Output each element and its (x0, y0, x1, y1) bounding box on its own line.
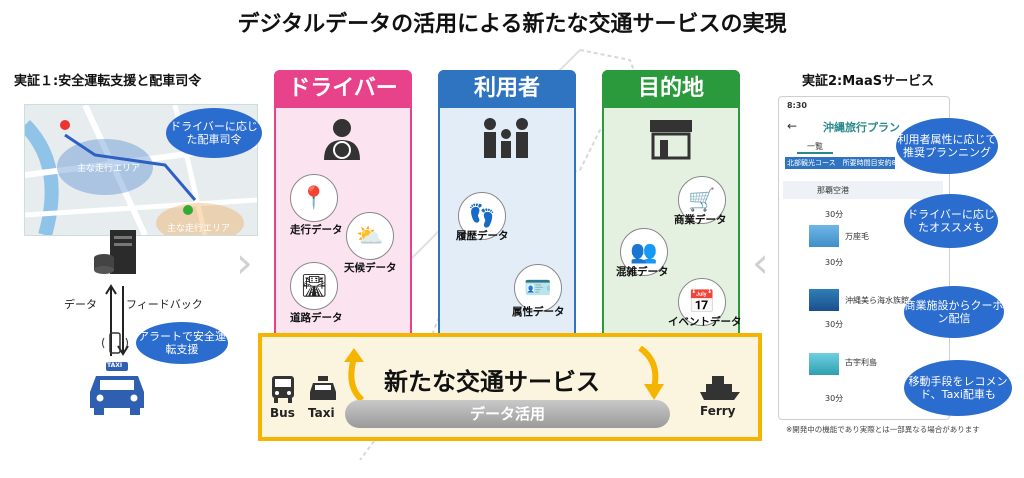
stop-photo (809, 353, 839, 375)
driver-icon (324, 119, 360, 160)
data-item-label: 天候データ (344, 262, 397, 274)
map-pin-icon: 📍 (290, 174, 338, 222)
coupon-bubble: 商業施設からクーポン配信 (904, 286, 1004, 338)
chevron-left-icon: ‹ (752, 238, 769, 287)
phone-time: 8:30 (787, 101, 807, 110)
data-item-label: 走行データ (290, 224, 343, 236)
data-item-label: イベントデータ (668, 316, 742, 328)
data-label: データ (64, 298, 97, 311)
stop-name: 沖縄美ら海水族館 (845, 296, 909, 305)
section-title-left: 実証１:安全運転支援と配車司令 (14, 74, 202, 89)
chevron-right-icon: › (236, 238, 253, 287)
user-column: 利用者 👣 履歴データ 🪪 属性データ (438, 70, 576, 346)
transport-bubble: 移動手段をレコメンド、Taxi配車も (904, 360, 1012, 416)
server-icon (94, 230, 136, 274)
stop-row[interactable] (783, 181, 943, 199)
duration-label: 30分 (825, 320, 844, 329)
driver-column: ドライバー 📍 走行データ ⛅ 天候データ 🛣 道路データ (274, 70, 412, 346)
duration-label: 30分 (825, 258, 844, 267)
map-area-label: 主な走行エリア (167, 224, 231, 234)
driving-map: 主な走行エリア 主な走行エリア (24, 104, 258, 236)
curved-down-arrow-icon (638, 346, 664, 400)
phone-plan-title: 沖縄旅行プラン (823, 121, 900, 134)
recommend-bubble: 利用者属性に応じて推奨プランニング (896, 118, 998, 174)
taxi-label: Taxi (308, 406, 335, 420)
data-item-label: 混雑データ (616, 266, 669, 278)
ferry-icon (700, 376, 740, 400)
course-banner: 北部観光コース 所要時間目安約8時間 (785, 157, 895, 169)
bus-icon (272, 376, 294, 403)
family-icon (484, 118, 528, 158)
data-item-label: 履歴データ (456, 230, 509, 242)
service-title: 新たな交通サービス (384, 368, 600, 396)
footprints-icon: 👣 (458, 192, 506, 240)
stop-name: 万座毛 (845, 232, 869, 241)
ferry-label: Ferry (700, 404, 736, 418)
stop-name: 那覇空港 (817, 186, 849, 195)
taxi-sign: TAXI (107, 362, 123, 369)
stop-photo (809, 289, 839, 311)
data-item-label: 道路データ (290, 312, 343, 324)
driver-column-title: ドライバー (274, 70, 412, 108)
crowd-icon: 👥 (620, 228, 668, 276)
user-column-title: 利用者 (438, 70, 576, 108)
data-utilization-bar: データ活用 (345, 400, 670, 428)
data-item-label: 属性データ (512, 306, 565, 318)
destination-column-title: 目的地 (602, 70, 740, 108)
alert-bubble: アラートで安全運転支援 (136, 322, 228, 364)
disclaimer-note: ※開発中の機能であり実際とは一部異なる場合があります (786, 425, 980, 434)
road-icon: 🛣 (290, 262, 338, 310)
stop-name: 古宇利島 (845, 358, 877, 367)
store-icon (650, 120, 692, 160)
phone-tab[interactable]: 一覧 (797, 141, 833, 154)
map-graphic (25, 105, 257, 235)
shopping-cart-icon: 🛒 (678, 176, 726, 224)
bus-label: Bus (270, 406, 295, 420)
duration-label: 30分 (825, 394, 844, 403)
taxi-icon (90, 362, 144, 415)
data-item-label: 商業データ (674, 214, 727, 226)
profile-card-icon: 🪪 (514, 264, 562, 312)
page-title: デジタルデータの活用による新たな交通サービスの実現 (237, 12, 787, 37)
driver-recommend-bubble: ドライバーに応じたオススメも (904, 194, 998, 248)
map-area-label: 主な走行エリア (77, 164, 141, 174)
section-title-right: 実証2:MaaSサービス (802, 74, 935, 89)
stop-photo (809, 225, 839, 247)
feedback-label: フィードバック (126, 298, 203, 311)
taxi-small-icon (310, 376, 336, 400)
dispatch-bubble: ドライバーに応じた配車司令 (166, 108, 262, 158)
calendar-icon: 📅 (678, 278, 726, 326)
weather-icon: ⛅ (346, 212, 394, 260)
phone-alert-icon (102, 332, 128, 354)
destination-column: 目的地 🛒 商業データ 👥 混雑データ 📅 イベントデータ (602, 70, 742, 346)
back-arrow-icon[interactable]: ← (787, 119, 798, 133)
duration-label: 30分 (825, 210, 844, 219)
curved-up-arrow-icon (344, 348, 365, 402)
